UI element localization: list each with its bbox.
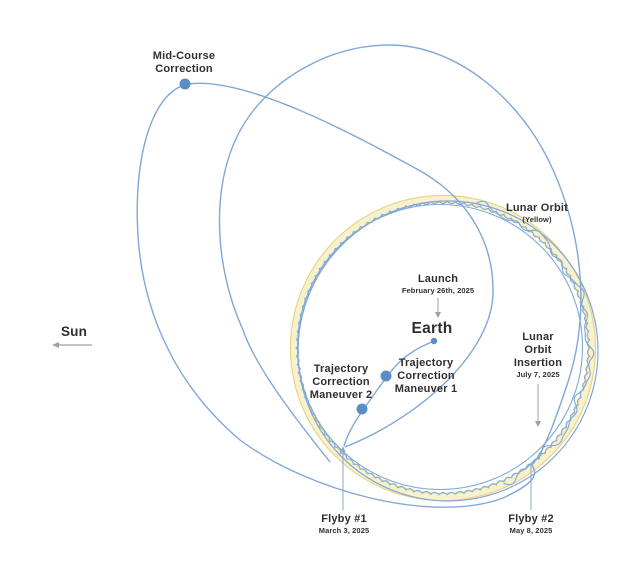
sun-direction-arrow (52, 342, 92, 348)
label-line: Correction (155, 62, 213, 75)
label-line: Maneuver 2 (309, 388, 373, 401)
earth-dot (430, 337, 438, 345)
tcm1-label: Trajectory Correction Maneuver 1 (395, 357, 458, 396)
label-line: Insertion (513, 356, 563, 369)
flyby1-label: Flyby #1 March 3, 2025 (319, 513, 370, 536)
tcm2-dot (356, 403, 368, 415)
launch-label: Launch February 26th, 2025 (402, 273, 474, 296)
label-subtitle: (Yellow) (522, 214, 552, 224)
label-line: Trajectory (398, 357, 454, 369)
label-line: Mid-Course (152, 50, 216, 62)
sun-label: Sun (61, 324, 87, 340)
launch-arrow (435, 298, 441, 318)
label-line: Sun (60, 324, 88, 339)
flyby2-label: Flyby #2 May 8, 2025 (508, 513, 554, 536)
mid-course-correction-label: Mid-Course Correction (153, 50, 216, 76)
lunar-orbit-insertion-arrow (535, 384, 541, 427)
label-line: Correction (397, 369, 455, 382)
capture-orbit-wiggle (475, 200, 595, 486)
label-line: Correction (312, 375, 370, 388)
launch-spiral (343, 340, 435, 447)
mid-course-correction-dot (179, 78, 191, 90)
earth-label: Earth (411, 320, 452, 338)
label-date: May 8, 2025 (509, 525, 553, 535)
lunar-orbit-insertion-label: Lunar Orbit Insertion July 7, 2025 (514, 331, 562, 380)
label-line: Maneuver 1 (394, 382, 458, 395)
label-line: Launch (417, 273, 459, 285)
label-line: Lunar Orbit (505, 202, 569, 214)
label-line: Earth (411, 320, 453, 337)
label-line: Flyby #2 (508, 513, 554, 525)
label-line: Orbit (524, 343, 552, 356)
transfer-loop-outer (218, 44, 582, 465)
tcm2-label: Trajectory Correction Maneuver 2 (310, 363, 373, 402)
label-line: Flyby #1 (321, 513, 367, 525)
label-line: Lunar (522, 331, 554, 343)
flyby1-leader (340, 446, 346, 510)
label-date: February 26th, 2025 (401, 285, 475, 295)
label-date: July 7, 2025 (516, 369, 560, 379)
lunar-orbit-label: Lunar Orbit (Yellow) (506, 202, 568, 225)
scalloped-orbit-trace (295, 200, 591, 496)
transfer-loop-mid-course (136, 82, 536, 508)
label-date: March 3, 2025 (318, 525, 370, 535)
lunar-orbit-band (291, 196, 595, 500)
label-line: Trajectory (313, 363, 369, 375)
tcm1-dot (380, 370, 392, 382)
